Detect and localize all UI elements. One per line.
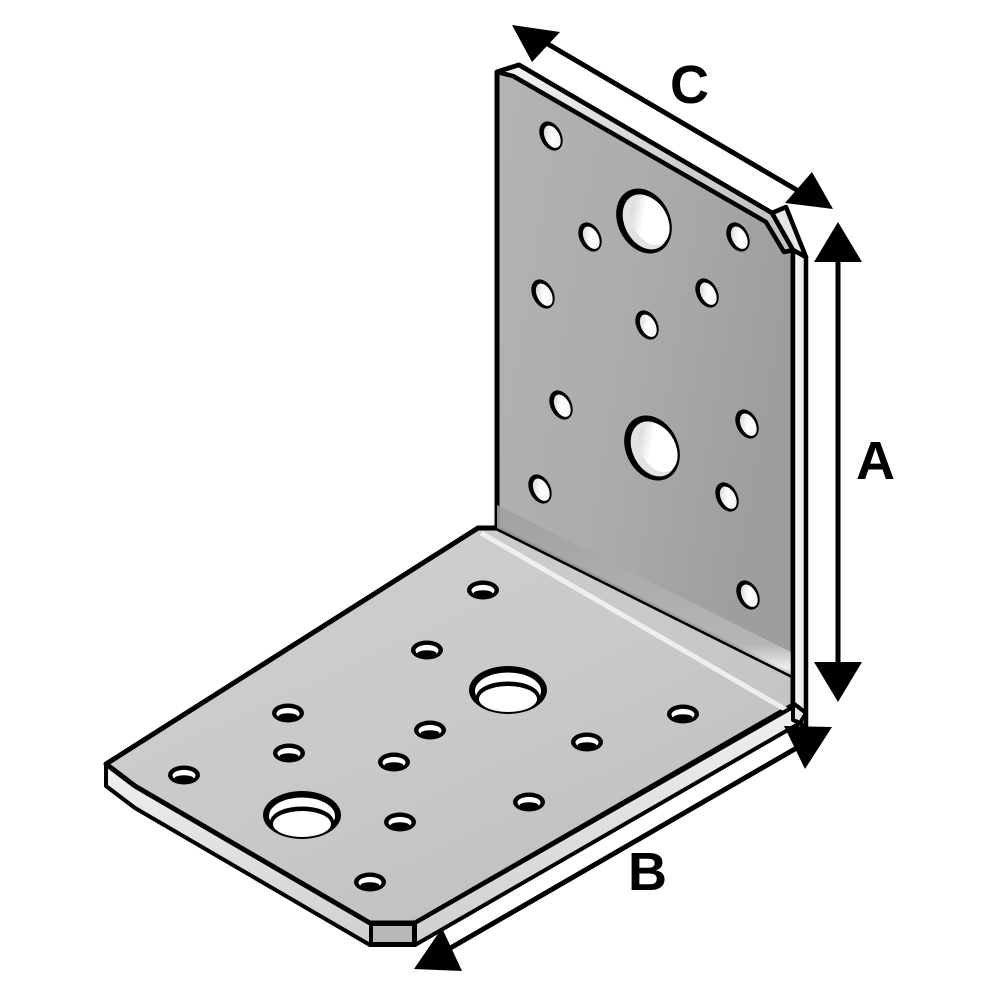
horizontal-leg-corner-chamfer xyxy=(369,922,416,946)
arrowhead xyxy=(814,662,862,702)
vertical-leg-right-edge-band xyxy=(790,247,809,731)
arrowhead xyxy=(414,928,462,971)
dimension-B xyxy=(414,726,832,971)
hole-small xyxy=(273,743,305,763)
vertical-leg-lower-chamfer-band xyxy=(791,701,808,725)
dimension-label-a: A xyxy=(856,431,895,491)
horizontal-leg xyxy=(103,525,802,947)
hole-small xyxy=(378,752,410,772)
hole-small xyxy=(571,732,603,752)
dimension-label-c: C xyxy=(670,55,709,115)
arrowhead xyxy=(784,726,832,769)
vertical-leg xyxy=(494,62,809,731)
hole-small xyxy=(272,703,304,723)
dimension-C xyxy=(512,25,833,209)
bend-highlight xyxy=(479,530,792,715)
arrowhead xyxy=(512,25,560,62)
hole-small xyxy=(411,640,443,660)
hole-small xyxy=(384,812,416,832)
vertical-leg-top-edge-band xyxy=(494,62,796,255)
hole-small xyxy=(513,792,545,812)
dimension-label-b: B xyxy=(628,842,667,902)
dimension-A xyxy=(814,222,862,702)
hole-large xyxy=(469,666,547,714)
hole-small xyxy=(354,872,386,892)
vertical-leg-bend-strip xyxy=(497,505,793,676)
hole-small xyxy=(168,765,200,785)
hole-small xyxy=(414,720,446,740)
hole-large xyxy=(263,791,341,839)
hole-small xyxy=(667,704,699,724)
vertical-leg-corner-chamfer-band xyxy=(769,204,809,260)
hole-small xyxy=(467,580,499,600)
arrowhead xyxy=(814,222,862,262)
arrowhead xyxy=(785,172,833,209)
dimension-callouts xyxy=(414,25,862,971)
